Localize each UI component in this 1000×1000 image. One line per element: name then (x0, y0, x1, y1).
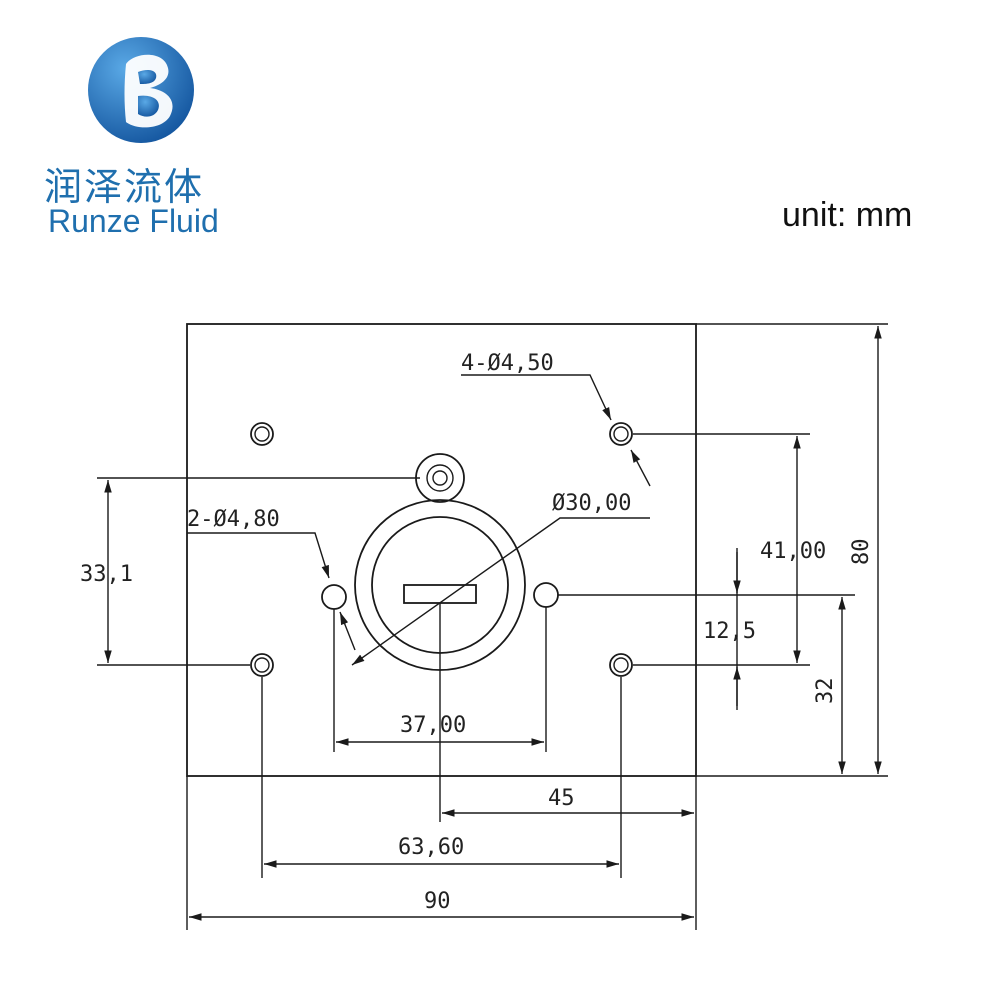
dim-height-80: 80 (849, 539, 874, 566)
mounting-hole (609, 653, 633, 677)
dim-height-33: 33,1 (80, 562, 133, 587)
dim-holes-2: 2-Ø4,80 (187, 507, 280, 532)
side-hole (533, 582, 559, 608)
dim-diameter-main: Ø30,00 (552, 491, 631, 516)
top-port (415, 453, 465, 503)
unit-label: unit: mm (782, 196, 913, 234)
dim-width-37: 37,00 (400, 713, 466, 738)
side-hole (321, 584, 347, 610)
dim-height-12: 12,5 (703, 619, 756, 644)
brand-name-en: Runze Fluid (48, 203, 219, 239)
dim-width-63: 63,60 (398, 835, 464, 860)
dim-height-41: 41,00 (760, 539, 826, 564)
runze-logo-icon (88, 37, 194, 143)
dim-height-32: 32 (813, 678, 838, 705)
brand-name-cn: 润泽流体 (44, 165, 205, 209)
plate-outline (186, 323, 697, 777)
mounting-hole (609, 422, 633, 446)
mounting-hole (250, 422, 274, 446)
mounting-hole (250, 653, 274, 677)
dim-width-45: 45 (548, 786, 575, 811)
dim-holes-4: 4-Ø4,50 (461, 351, 554, 376)
dim-width-90: 90 (424, 889, 451, 914)
